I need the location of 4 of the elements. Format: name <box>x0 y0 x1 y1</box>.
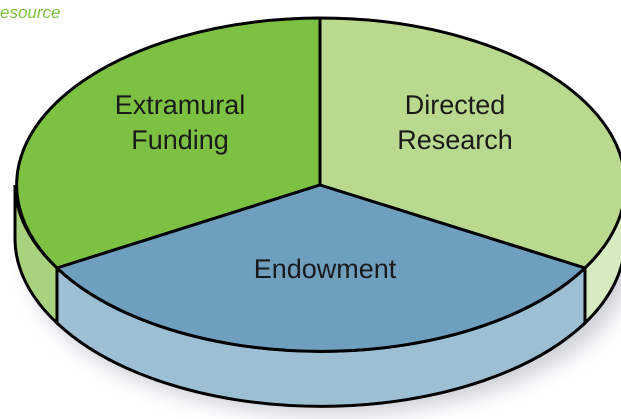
caption-text: esource <box>0 4 60 21</box>
slice-label: Endowment <box>254 253 396 286</box>
slice-label: Extramural Funding <box>114 89 246 158</box>
slice-label: Directed Research <box>396 89 514 158</box>
